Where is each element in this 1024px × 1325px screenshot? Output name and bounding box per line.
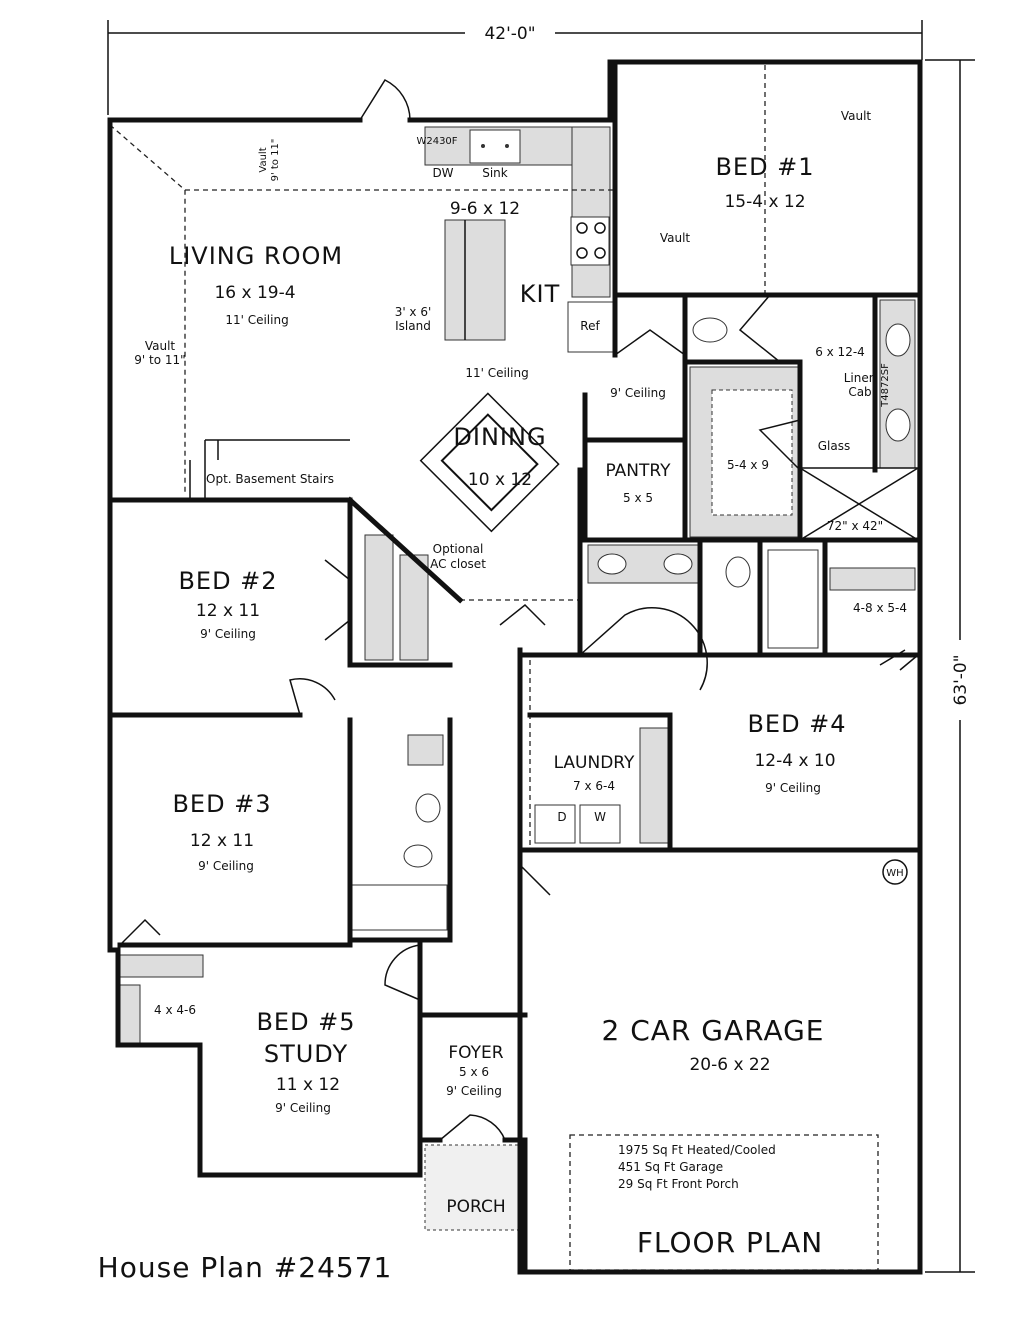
bed2-name: BED #2: [178, 567, 277, 595]
width-dimension: 42'-0": [107, 20, 923, 115]
bed5-name: BED #5: [256, 1008, 355, 1036]
shower-size: 72" x 42": [827, 519, 883, 533]
bed1-name: BED #1: [715, 153, 814, 181]
linen-code: T4872SF: [880, 363, 891, 408]
living-room-name: LIVING ROOM: [169, 242, 343, 270]
dining-name: DINING: [453, 423, 546, 451]
bed2-ceiling: 9' Ceiling: [200, 627, 256, 641]
island-label: Island: [395, 319, 431, 333]
optional-basement-stairs: [189, 439, 350, 498]
bed3-size: 12 x 11: [190, 831, 254, 851]
bed1-vault-label: Vault: [841, 109, 872, 123]
pantry-size: 5 x 5: [623, 491, 653, 505]
living-room-ceiling: 11' Ceiling: [225, 313, 288, 327]
depth-dimension: 63'-0": [925, 59, 975, 1273]
pantry-name: PANTRY: [605, 461, 671, 481]
pantry-ceiling: 9' Ceiling: [610, 386, 666, 400]
width-label: 42'-0": [484, 24, 535, 44]
master-vanity: [879, 299, 916, 471]
linen-cab-label: Cab: [848, 385, 871, 399]
bed3-ceiling: 9' Ceiling: [198, 859, 254, 873]
foyer-size: 5 x 6: [459, 1065, 489, 1079]
foyer-ceiling: 9' Ceiling: [446, 1084, 502, 1098]
bed5-ceiling: 9' Ceiling: [275, 1101, 331, 1115]
master-bath-size: 6 x 12-4: [815, 345, 865, 359]
walls: [107, 59, 923, 1275]
vault-label-top: Vault: [258, 147, 269, 172]
island-size: 3' x 6': [395, 305, 432, 319]
shower: [799, 467, 919, 541]
linen-label: Linen: [844, 371, 877, 385]
porch-name: PORCH: [446, 1197, 505, 1217]
porch-floor: [424, 1144, 524, 1231]
sink-label: Sink: [482, 166, 508, 180]
washer-label: W: [594, 810, 606, 824]
kitchen-name: KIT: [520, 280, 560, 308]
bed4-size: 12-4 x 10: [754, 751, 835, 771]
bed1-size: 15-4 x 12: [724, 192, 805, 212]
vault-range: 9' to 11": [134, 353, 185, 367]
opt-stairs-label: Opt. Basement Stairs: [206, 472, 334, 486]
garage-size: 20-6 x 22: [689, 1055, 770, 1075]
vault-range-top: 9' to 11": [270, 139, 281, 182]
kitchen-counters: W2430F DW Sink Ref: [416, 126, 614, 353]
bed4-ceiling: 9' Ceiling: [765, 781, 821, 795]
dining-size: 10 x 12: [468, 470, 532, 490]
kitchen-ceiling: 11' Ceiling: [465, 366, 528, 380]
depth-label: 63'-0": [951, 654, 971, 705]
bed2-size: 12 x 11: [196, 601, 260, 621]
floor-plan-label: FLOOR PLAN: [637, 1226, 823, 1259]
kitchen-size: 9-6 x 12: [450, 199, 520, 219]
laundry-size: 7 x 6-4: [573, 779, 615, 793]
stat-garage: 451 Sq Ft Garage: [618, 1160, 723, 1174]
dryer-label: D: [557, 810, 566, 824]
bed5-size: 11 x 12: [276, 1075, 340, 1095]
foyer-name: FOYER: [448, 1043, 503, 1063]
vault-label: Vault: [145, 339, 176, 353]
closet-size: 5-4 x 9: [727, 458, 769, 472]
garage-name: 2 CAR GARAGE: [602, 1014, 825, 1047]
bathtub-2: [351, 884, 448, 931]
laundry-name: LAUNDRY: [554, 753, 635, 773]
glass-label: Glass: [818, 439, 851, 453]
dw-label: DW: [432, 166, 453, 180]
plan-title: House Plan #24571: [98, 1251, 393, 1284]
bathtub: [767, 549, 819, 649]
bed4-name: BED #4: [747, 710, 846, 738]
ac-label-1: Optional: [433, 542, 484, 556]
water-heater-label: WH: [886, 868, 903, 879]
cabinet-code: W2430F: [416, 136, 457, 147]
living-room-size: 16 x 19-4: [214, 283, 295, 303]
bed5-name-2: STUDY: [264, 1040, 348, 1068]
water-heater: [882, 859, 908, 885]
bed3-name: BED #3: [172, 790, 271, 818]
ref-label: Ref: [580, 319, 600, 333]
ac-label-2: AC closet: [430, 557, 486, 571]
bed1-vault-label-2: Vault: [660, 231, 691, 245]
bed4-closet-size: 4-8 x 5-4: [853, 601, 907, 615]
doors: [119, 79, 919, 1141]
stat-heated: 1975 Sq Ft Heated/Cooled: [618, 1143, 776, 1157]
bed5-closet-size: 4 x 4-6: [154, 1003, 196, 1017]
dining-table: [419, 392, 560, 533]
stat-porch: 29 Sq Ft Front Porch: [618, 1177, 739, 1191]
